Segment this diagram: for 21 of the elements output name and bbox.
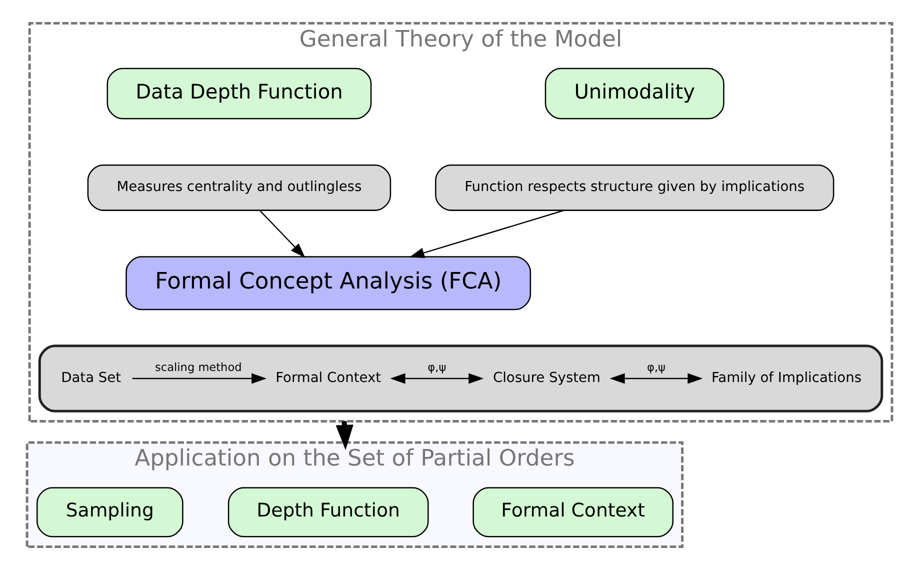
arrow [259,210,306,258]
node-text: Closure System [492,370,601,386]
edge-label: scaling method [155,361,242,374]
node-box: Measures centrality and outlingless [87,164,392,211]
node-box: Unimodality [544,68,724,120]
node-text: Data Set [61,370,122,386]
arrow [390,373,484,384]
node-box: Formal Concept Analysis (FCA) [126,256,532,310]
edge-label: φ,ψ [647,361,666,374]
node-box: Formal Context [472,487,674,538]
node-box: Sampling [36,487,184,538]
arrow [409,210,564,258]
edge-label: φ,ψ [428,361,446,374]
cluster [38,344,884,412]
node-box: Function respects structure given by implications [435,164,834,211]
node-box: Depth Function [228,487,429,538]
node-box: Data Depth Function [106,68,372,120]
arrow [610,373,703,384]
node-text: Family of Implications [711,370,862,386]
arrow [132,373,267,384]
node-text: Formal Context [276,370,382,386]
